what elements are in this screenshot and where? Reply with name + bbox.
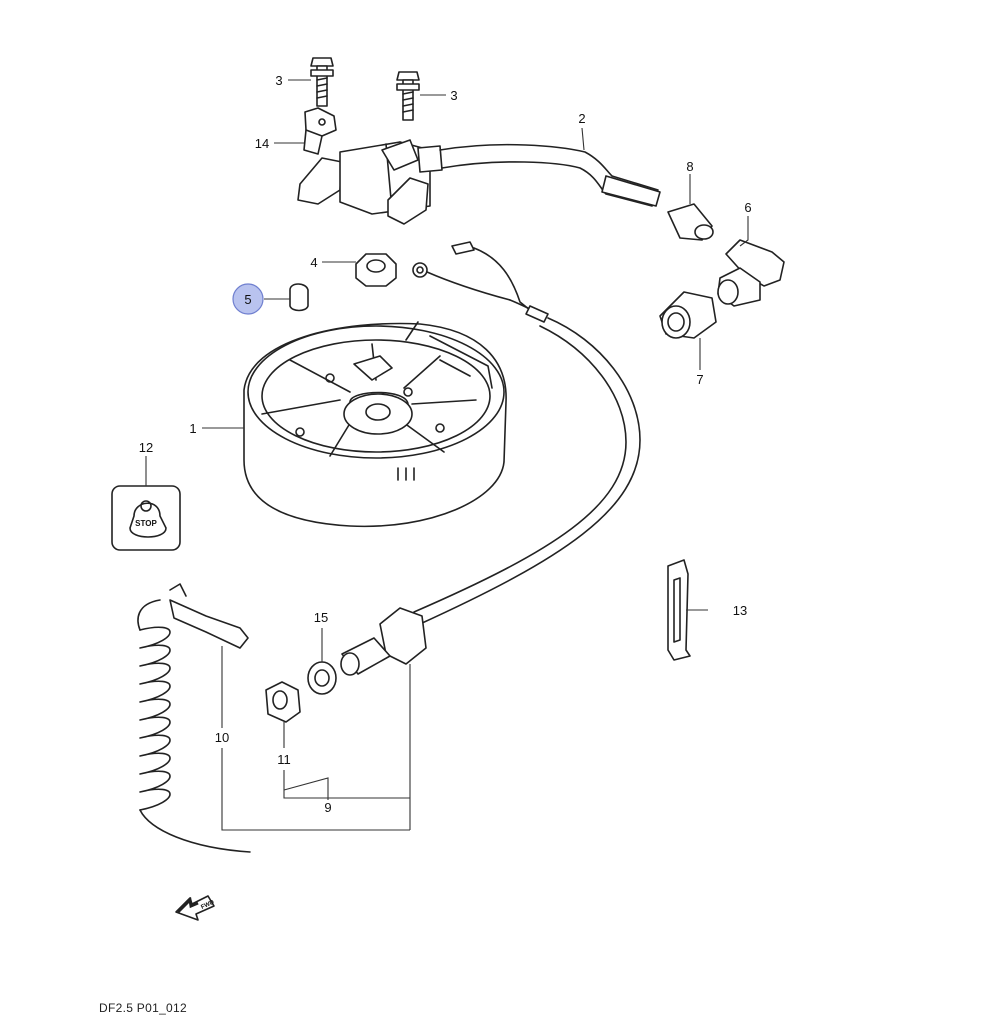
retainer-clip[interactable]: [667, 559, 691, 661]
flywheel-nut[interactable]: [355, 253, 397, 287]
callout-labels: 3 3 14 2 8 6 4 5 7 1 12 13 15 10 11 9: [139, 73, 752, 815]
callout-9[interactable]: 9: [324, 800, 331, 815]
callout-2[interactable]: 2: [578, 111, 585, 126]
high-tension-lead[interactable]: [439, 143, 661, 207]
stop-label: STOP: [135, 519, 157, 528]
washer-part-15[interactable]: [307, 661, 337, 695]
bolt-left[interactable]: [310, 57, 334, 107]
callout-1[interactable]: 1: [189, 421, 196, 436]
callout-3b[interactable]: 3: [450, 88, 457, 103]
callout-7[interactable]: 7: [696, 372, 703, 387]
plug-cap-sleeve-part-8[interactable]: [667, 203, 714, 241]
diagram-code: DF2.5 P01_012: [99, 1001, 187, 1015]
magneto-flywheel[interactable]: [243, 321, 507, 528]
spark-plug-cap-part-6[interactable]: [717, 239, 785, 307]
callout-11[interactable]: 11: [277, 752, 291, 767]
callout-14[interactable]: 14: [255, 136, 269, 151]
callout-5[interactable]: 5: [244, 292, 251, 307]
nut-part-11[interactable]: [265, 681, 301, 723]
callout-4[interactable]: 4: [310, 255, 317, 270]
stop-switch-harness[interactable]: [413, 241, 641, 625]
callout-13[interactable]: 13: [733, 603, 747, 618]
callout-3a[interactable]: 3: [275, 73, 282, 88]
plug-cap-boot-part-7[interactable]: [659, 291, 717, 339]
callout-10[interactable]: 10: [215, 730, 229, 745]
fwd-label: FWD: [200, 899, 216, 910]
stop-switch-body[interactable]: [340, 607, 427, 676]
forward-direction-arrow: FWD: [175, 895, 216, 921]
stop-decal[interactable]: STOP: [111, 485, 181, 551]
highlighted-callout-marker[interactable]: [232, 283, 264, 315]
bolt-right[interactable]: [396, 71, 420, 121]
ground-terminal[interactable]: [412, 262, 511, 301]
ignition-coil[interactable]: [297, 139, 443, 225]
callout-6[interactable]: 6: [744, 200, 751, 215]
emergency-stop-lanyard[interactable]: [137, 583, 251, 853]
callout-8[interactable]: 8: [686, 159, 693, 174]
bracket-part-14[interactable]: [303, 107, 337, 155]
woodruff-key[interactable]: [289, 283, 309, 312]
callout-15[interactable]: 15: [314, 610, 328, 625]
leader-lines: [145, 79, 749, 831]
callout-12[interactable]: 12: [139, 440, 153, 455]
